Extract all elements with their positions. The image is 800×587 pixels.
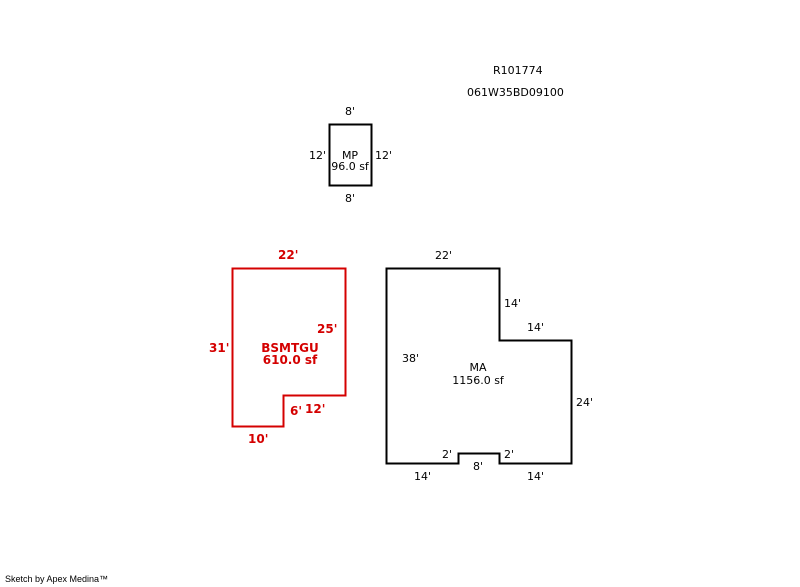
ma-dim-notch-right: 2' bbox=[504, 448, 515, 461]
ma-dim-notch-left: 2' bbox=[442, 448, 453, 461]
ma-area: 1156.0 sf bbox=[452, 374, 504, 387]
bsmtgu-dim-left: 31' bbox=[209, 341, 230, 355]
ma-dim-left: 38' bbox=[402, 352, 420, 365]
ma-dim-bottom-left: 14' bbox=[414, 470, 432, 483]
mp-dim-top: 8' bbox=[345, 105, 356, 118]
mp-dim-left: 12' bbox=[309, 149, 327, 162]
ma-dim-upper-right: 14' bbox=[504, 297, 522, 310]
mp-area: 96.0 sf bbox=[331, 160, 369, 173]
bsmtgu-dim-right: 25' bbox=[317, 322, 338, 336]
mp-outline bbox=[328, 123, 373, 187]
ma-dim-step: 14' bbox=[527, 321, 545, 334]
mp-dim-right: 12' bbox=[375, 149, 393, 162]
bsmtgu-dim-notch-horizontal: 12' bbox=[305, 402, 326, 416]
ma-dim-right: 24' bbox=[576, 396, 594, 409]
footer-credit: Sketch by Apex Medina™ bbox=[5, 574, 109, 584]
bsmtgu-dim-notch-vertical: 6' bbox=[290, 404, 303, 418]
mp-dim-bottom: 8' bbox=[345, 192, 356, 205]
ma-outline bbox=[385, 267, 573, 465]
ma-dim-notch-width: 8' bbox=[473, 460, 484, 473]
bsmtgu-label: BSMTGU bbox=[261, 341, 319, 355]
mp-label: MP bbox=[341, 149, 359, 162]
bsmtgu-dim-bottom: 10' bbox=[248, 432, 269, 446]
map-number: 061W35BD09100 bbox=[467, 86, 564, 99]
bsmtgu-area: 610.0 sf bbox=[262, 353, 318, 367]
ma-dim-bottom-right: 14' bbox=[527, 470, 545, 483]
ma-dim-top: 22' bbox=[435, 249, 453, 262]
bsmtgu-outline bbox=[231, 267, 347, 428]
bsmtgu-dim-top: 22' bbox=[278, 248, 299, 262]
parcel-id: R101774 bbox=[493, 64, 543, 77]
ma-label: MA bbox=[469, 361, 487, 374]
